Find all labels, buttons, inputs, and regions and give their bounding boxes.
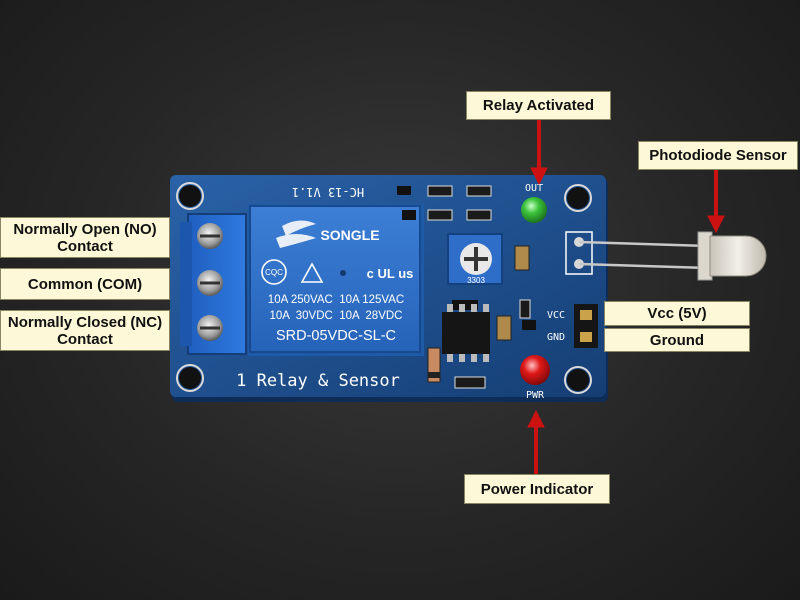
- power-header-pins: [574, 304, 598, 348]
- warning-triangle-icon: [300, 262, 324, 283]
- relay-vent-dot: [340, 270, 346, 276]
- label-normally-closed-line1: Normally Closed (NC): [7, 313, 163, 331]
- screw-terminal-block: [180, 213, 247, 355]
- label-normally-open-line1: Normally Open (NO): [13, 220, 157, 238]
- pwr-led: [520, 355, 550, 385]
- ul-mark: c UL us: [367, 266, 414, 281]
- out-led: [521, 197, 547, 223]
- label-normally-open-line2: Contact: [57, 237, 113, 255]
- relay: SONGLE CQC c UL us 10A 250VAC 10A 125VAC…: [248, 204, 424, 356]
- relay-model: SRD-05VDC-SL-C: [276, 328, 396, 344]
- out-silk-label: OUT: [525, 183, 543, 194]
- cqc-mark-icon: CQC: [261, 259, 287, 285]
- silkscreen-model: HC-13 V1.1: [292, 185, 364, 199]
- label-ground: Ground: [604, 328, 750, 352]
- label-power-indicator: Power Indicator: [464, 474, 610, 504]
- vcc-pin-label: VCC: [547, 310, 565, 321]
- relay-brand: SONGLE: [320, 227, 379, 243]
- label-photodiode-sensor: Photodiode Sensor: [638, 141, 798, 170]
- silkscreen-title: 1 Relay & Sensor: [236, 371, 400, 391]
- label-normally-closed-line2: Contact: [57, 330, 113, 348]
- label-common: Common (COM): [0, 268, 170, 300]
- arrow-power-indicator: [527, 409, 545, 475]
- diode: [427, 347, 441, 383]
- gnd-pin-label: GND: [547, 332, 565, 343]
- screw-com: [197, 270, 223, 296]
- label-relay-activated: Relay Activated: [466, 91, 611, 120]
- relay-rating-line-2: 10A 30VDC 10A 28VDC: [270, 310, 403, 322]
- screw-nc: [197, 315, 223, 341]
- comparator-ic: [442, 304, 490, 362]
- pot-code: 3303: [467, 276, 485, 285]
- label-normally-closed: Normally Closed (NC) Contact: [0, 310, 170, 351]
- label-normally-open: Normally Open (NO) Contact: [0, 217, 170, 258]
- potentiometer: 3303: [447, 233, 503, 285]
- label-vcc: Vcc (5V): [604, 301, 750, 326]
- arrow-relay-activated: [530, 120, 548, 186]
- photodiode: [578, 231, 767, 281]
- svg-text:CQC: CQC: [265, 268, 283, 277]
- relay-rating-line-1: 10A 250VAC 10A 125VAC: [268, 294, 404, 306]
- pwr-silk-label: PWR: [526, 390, 545, 401]
- songle-logo-icon: [276, 220, 316, 248]
- arrow-photodiode: [707, 168, 725, 234]
- screw-no: [197, 223, 223, 249]
